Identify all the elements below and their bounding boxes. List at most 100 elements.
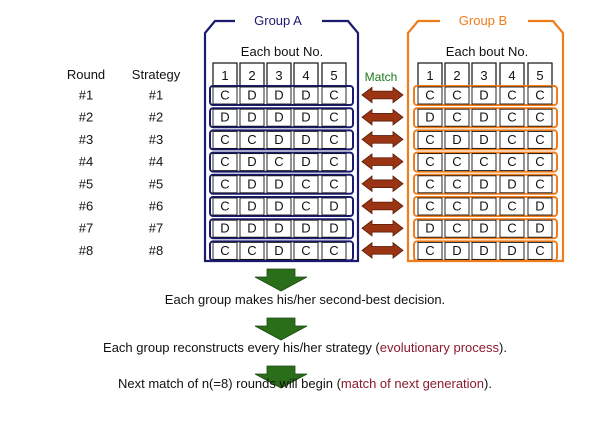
group-a-bout-number: 2 [248, 68, 255, 83]
group-a-decision: D [301, 110, 310, 125]
group-b-cell [499, 153, 525, 172]
group-a-decision: C [301, 199, 310, 214]
group-a-cell [212, 108, 238, 127]
group-b-bout-number: 3 [480, 68, 487, 83]
group-b-decision: C [425, 199, 434, 214]
round-label: #3 [79, 132, 93, 147]
group-b-cell [417, 197, 443, 216]
group-b-decision: D [535, 221, 544, 236]
group-b-decision: C [535, 88, 544, 103]
group-b-cell [417, 108, 443, 127]
group-b-decision: D [507, 176, 516, 191]
step-text-tail: ). [484, 376, 492, 391]
group-b-decision: C [535, 110, 544, 125]
group-a-decision: C [329, 176, 338, 191]
group-a-decision: D [220, 110, 229, 125]
match-arrow [361, 153, 404, 171]
group-b-cell [471, 130, 497, 149]
group-a-cell [266, 241, 292, 260]
group-a-row-box [209, 107, 354, 129]
group-b-cell [444, 130, 470, 149]
group-b-bout-number: 1 [426, 68, 433, 83]
group-b-cell [444, 86, 470, 105]
group-a-decision: D [274, 132, 283, 147]
group-b-subtitle: Each bout No. [446, 44, 528, 59]
group-b-cell [471, 86, 497, 105]
group-a-cell [293, 86, 319, 105]
group-a-cell [239, 86, 265, 105]
group-a-decision: C [329, 88, 338, 103]
group-b-decision: D [507, 243, 516, 258]
group-a-decision: C [274, 154, 283, 169]
group-b-decision: C [425, 132, 434, 147]
down-arrow [254, 365, 308, 389]
step-text-main: Next match of n(=8) rounds will begin ( [118, 376, 342, 391]
group-b-decision: D [479, 132, 488, 147]
group-b-cell [527, 153, 553, 172]
group-a-bout-number: 3 [275, 68, 282, 83]
group-a-decision: C [220, 132, 229, 147]
group-a-bout-number: 4 [302, 68, 309, 83]
group-b-decision: C [425, 88, 434, 103]
match-arrow [361, 219, 404, 237]
group-b-cell [444, 108, 470, 127]
group-b-decision: C [452, 110, 461, 125]
group-a-cell [321, 219, 347, 238]
group-b-decision: C [452, 176, 461, 191]
round-label: #5 [79, 176, 93, 191]
group-b-decision: C [535, 243, 544, 258]
group-b-cell [417, 86, 443, 105]
match-arrow [361, 108, 404, 126]
group-b-cell [444, 219, 470, 238]
group-a-decision: D [301, 154, 310, 169]
group-a-cell [212, 197, 238, 216]
group-b-cell [499, 108, 525, 127]
group-b-cell [499, 219, 525, 238]
group-b-decision: C [507, 88, 516, 103]
group-a-cell [266, 130, 292, 149]
group-b-cell [527, 108, 553, 127]
group-b-decision: D [479, 88, 488, 103]
strategy-label: #7 [149, 221, 163, 236]
group-a-decision: D [220, 221, 229, 236]
step-text-main: Each group makes his/her second-best dec… [165, 292, 445, 307]
group-b-bout-number: 5 [536, 68, 543, 83]
strategy-label: #5 [149, 176, 163, 191]
group-b-cell [499, 130, 525, 149]
group-a-decision: D [329, 221, 338, 236]
group-a-bout-number: 1 [221, 68, 228, 83]
round-label: #6 [79, 199, 93, 214]
group-a-cell [239, 130, 265, 149]
group-a-decision: C [220, 199, 229, 214]
group-a-cell [293, 197, 319, 216]
group-b-cell [444, 197, 470, 216]
group-a-decision: D [274, 243, 283, 258]
round-label: #2 [79, 110, 93, 125]
group-a-cell [321, 130, 347, 149]
group-a-cell [212, 219, 238, 238]
group-a-cell [266, 175, 292, 194]
group-a-cell [293, 241, 319, 260]
group-b-decision: D [452, 132, 461, 147]
group-b-cell [499, 197, 525, 216]
match-arrow [361, 86, 404, 104]
step-text-main: Each group reconstructs every his/her st… [103, 340, 380, 355]
group-a-decision: D [247, 199, 256, 214]
group-b-decision: C [507, 199, 516, 214]
group-a-row-box [209, 151, 354, 173]
step-text: Next match of n(=8) rounds will begin (m… [118, 376, 492, 391]
group-a-subtitle: Each bout No. [241, 44, 323, 59]
down-arrow [254, 317, 308, 341]
group-a-cell [321, 197, 347, 216]
group-a-cell [239, 241, 265, 260]
step-text-tail: ). [499, 340, 507, 355]
group-b-row-box [413, 151, 558, 173]
group-b-cell [499, 175, 525, 194]
group-b-cell [444, 153, 470, 172]
round-header: Round [67, 67, 105, 82]
group-b-cell [471, 197, 497, 216]
group-a-bout-number: 5 [330, 68, 337, 83]
group-b-decision: C [425, 176, 434, 191]
group-b-cell [417, 241, 443, 260]
group-a-decision: D [247, 221, 256, 236]
